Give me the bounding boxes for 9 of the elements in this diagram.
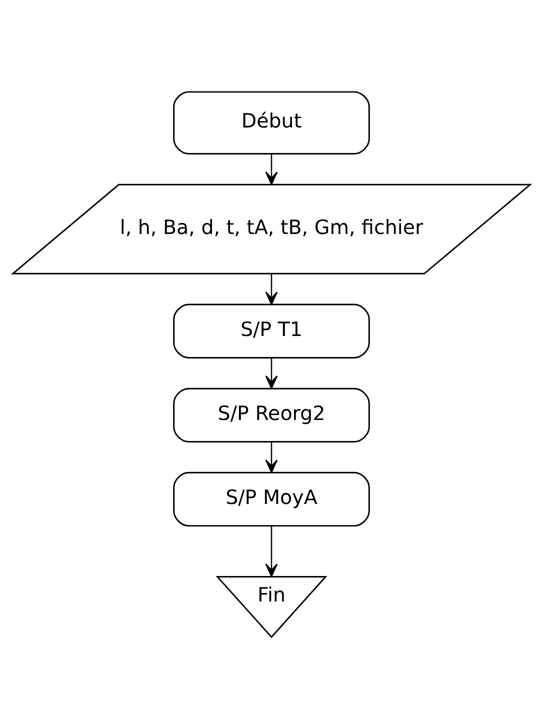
node-box: Début <box>173 90 370 154</box>
node-box: S/P T1 <box>173 303 370 358</box>
arrow <box>265 154 278 185</box>
arrow <box>265 441 278 472</box>
node-box: S/P MoyA <box>173 471 370 526</box>
arrow <box>265 273 278 305</box>
arrow <box>265 525 278 577</box>
arrow <box>265 357 278 388</box>
node-box: S/P Reorg2 <box>173 387 370 442</box>
